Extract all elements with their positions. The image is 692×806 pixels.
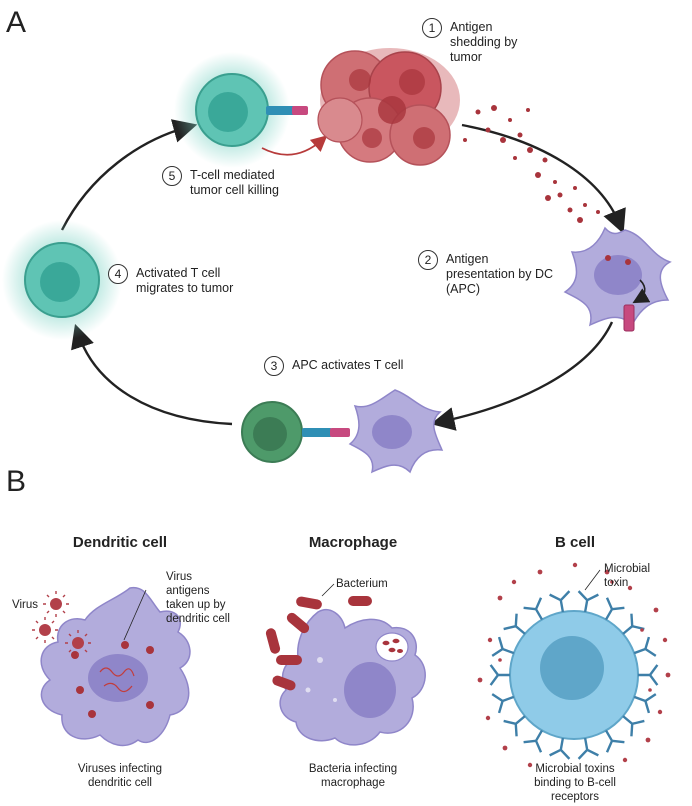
virus-particles	[32, 591, 91, 656]
step-4: 4 Activated T cell migrates to tumor	[108, 264, 233, 296]
step-number: 4	[108, 264, 128, 284]
step-text: Activated T cell migrates to tumor	[136, 266, 234, 295]
tcell-killing	[174, 52, 328, 168]
b-cell-receptor	[633, 693, 657, 714]
b-cell-caption: Microbial toxins binding to B-cell recep…	[534, 763, 616, 803]
step-text: T-cell mediated tumor cell killing	[190, 168, 279, 197]
step-5: 5 T-cell mediated tumor cell killing	[162, 166, 279, 198]
arrow-tcell-to-activated	[71, 323, 233, 426]
macrophage-cell	[279, 608, 426, 746]
bacteria	[265, 583, 372, 691]
b-cell-receptor	[523, 729, 544, 753]
step-number: 3	[264, 356, 284, 376]
microbial-toxin-label: Microbial toxin	[604, 563, 651, 589]
b-cell-receptor	[491, 693, 515, 714]
bacterium-label: Bacterium	[336, 578, 388, 590]
macrophage-caption: Bacteria infecting macrophage	[308, 763, 398, 789]
step-2: 2 Antigen presentation by DC (APC)	[418, 250, 553, 297]
step-number: 1	[422, 18, 442, 38]
arrow-dc-to-tcell	[430, 321, 614, 431]
tumor-cluster	[317, 48, 460, 166]
microbial-toxins	[477, 562, 671, 768]
b-cell-receptor	[622, 715, 645, 737]
step-1: 1 Antigen shedding by tumor	[422, 18, 517, 65]
step-text: Antigen presentation by DC (APC)	[446, 252, 554, 296]
step-text: APC activates T cell	[292, 358, 404, 372]
b-cell-receptor	[503, 613, 526, 635]
arrow-activated-to-killing	[60, 119, 198, 231]
b-cell-receptor	[638, 664, 659, 686]
b-cell-receptor	[633, 636, 657, 657]
b-cell-receptor	[489, 664, 510, 686]
b-cell-receptor	[577, 590, 599, 613]
panel-letter-b: B	[6, 465, 27, 498]
step-number: 5	[162, 166, 182, 186]
dendritic-cell-infected	[40, 586, 191, 747]
apc-tcell-synapse	[241, 389, 444, 474]
step-number: 2	[418, 250, 438, 270]
dendritic-caption: Viruses infecting dendritic cell	[77, 763, 163, 789]
dendritic-cell-title: Dendritic cell	[72, 534, 168, 551]
b-cell-receptor	[604, 729, 625, 753]
dendritic-cell-apc	[563, 226, 672, 332]
b-cell-receptor	[577, 737, 599, 760]
b-cell	[489, 590, 659, 760]
macrophage-title: Macrophage	[308, 534, 398, 551]
panel-letter-a: A	[6, 6, 27, 39]
shed-antigens	[463, 105, 600, 223]
b-cell-receptor	[491, 636, 515, 657]
virus-antigens-label: Virus antigens taken up by dendritic cel…	[166, 571, 230, 625]
b-cell-receptor	[549, 737, 571, 760]
b-cell-receptor	[503, 715, 526, 737]
step-text: Antigen shedding by tumor	[450, 20, 518, 64]
step-3: 3 APC activates T cell	[264, 356, 403, 376]
b-cell-receptor	[523, 597, 544, 621]
activated-tcell	[2, 220, 122, 340]
virus-label: Virus	[12, 599, 38, 611]
b-cell-title: B cell	[554, 534, 596, 551]
b-cell-receptor	[604, 597, 625, 621]
b-cell-receptor	[549, 590, 571, 613]
